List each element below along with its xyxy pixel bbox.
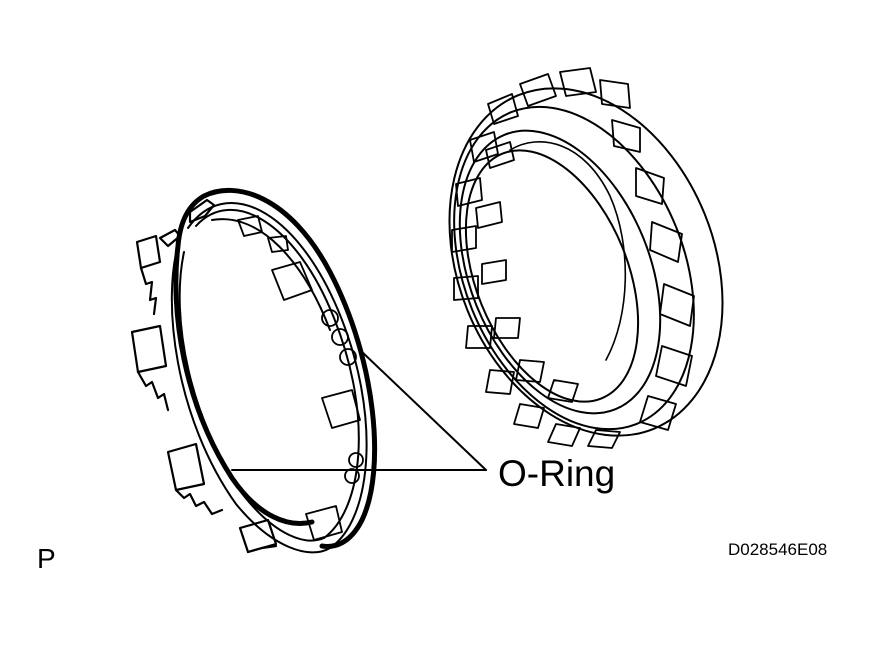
o-ring-leader-lines [231,349,487,471]
o-ring-label: O-Ring [498,453,616,494]
sleeve-ring-with-o-ring [130,187,378,554]
ring-body [170,201,368,554]
ring-outer-teeth [130,198,278,554]
figure-code-label: D028546E08 [728,540,828,559]
drum-inner-shoulder [509,141,627,361]
corner-letter-label: P [37,543,56,574]
ring-inner-lugs [237,215,361,541]
o-ring [173,187,378,549]
drum-splines [451,67,695,449]
drum-inner-lugs [475,141,579,403]
drum-rims [448,87,724,437]
clutch-drum [448,67,724,449]
